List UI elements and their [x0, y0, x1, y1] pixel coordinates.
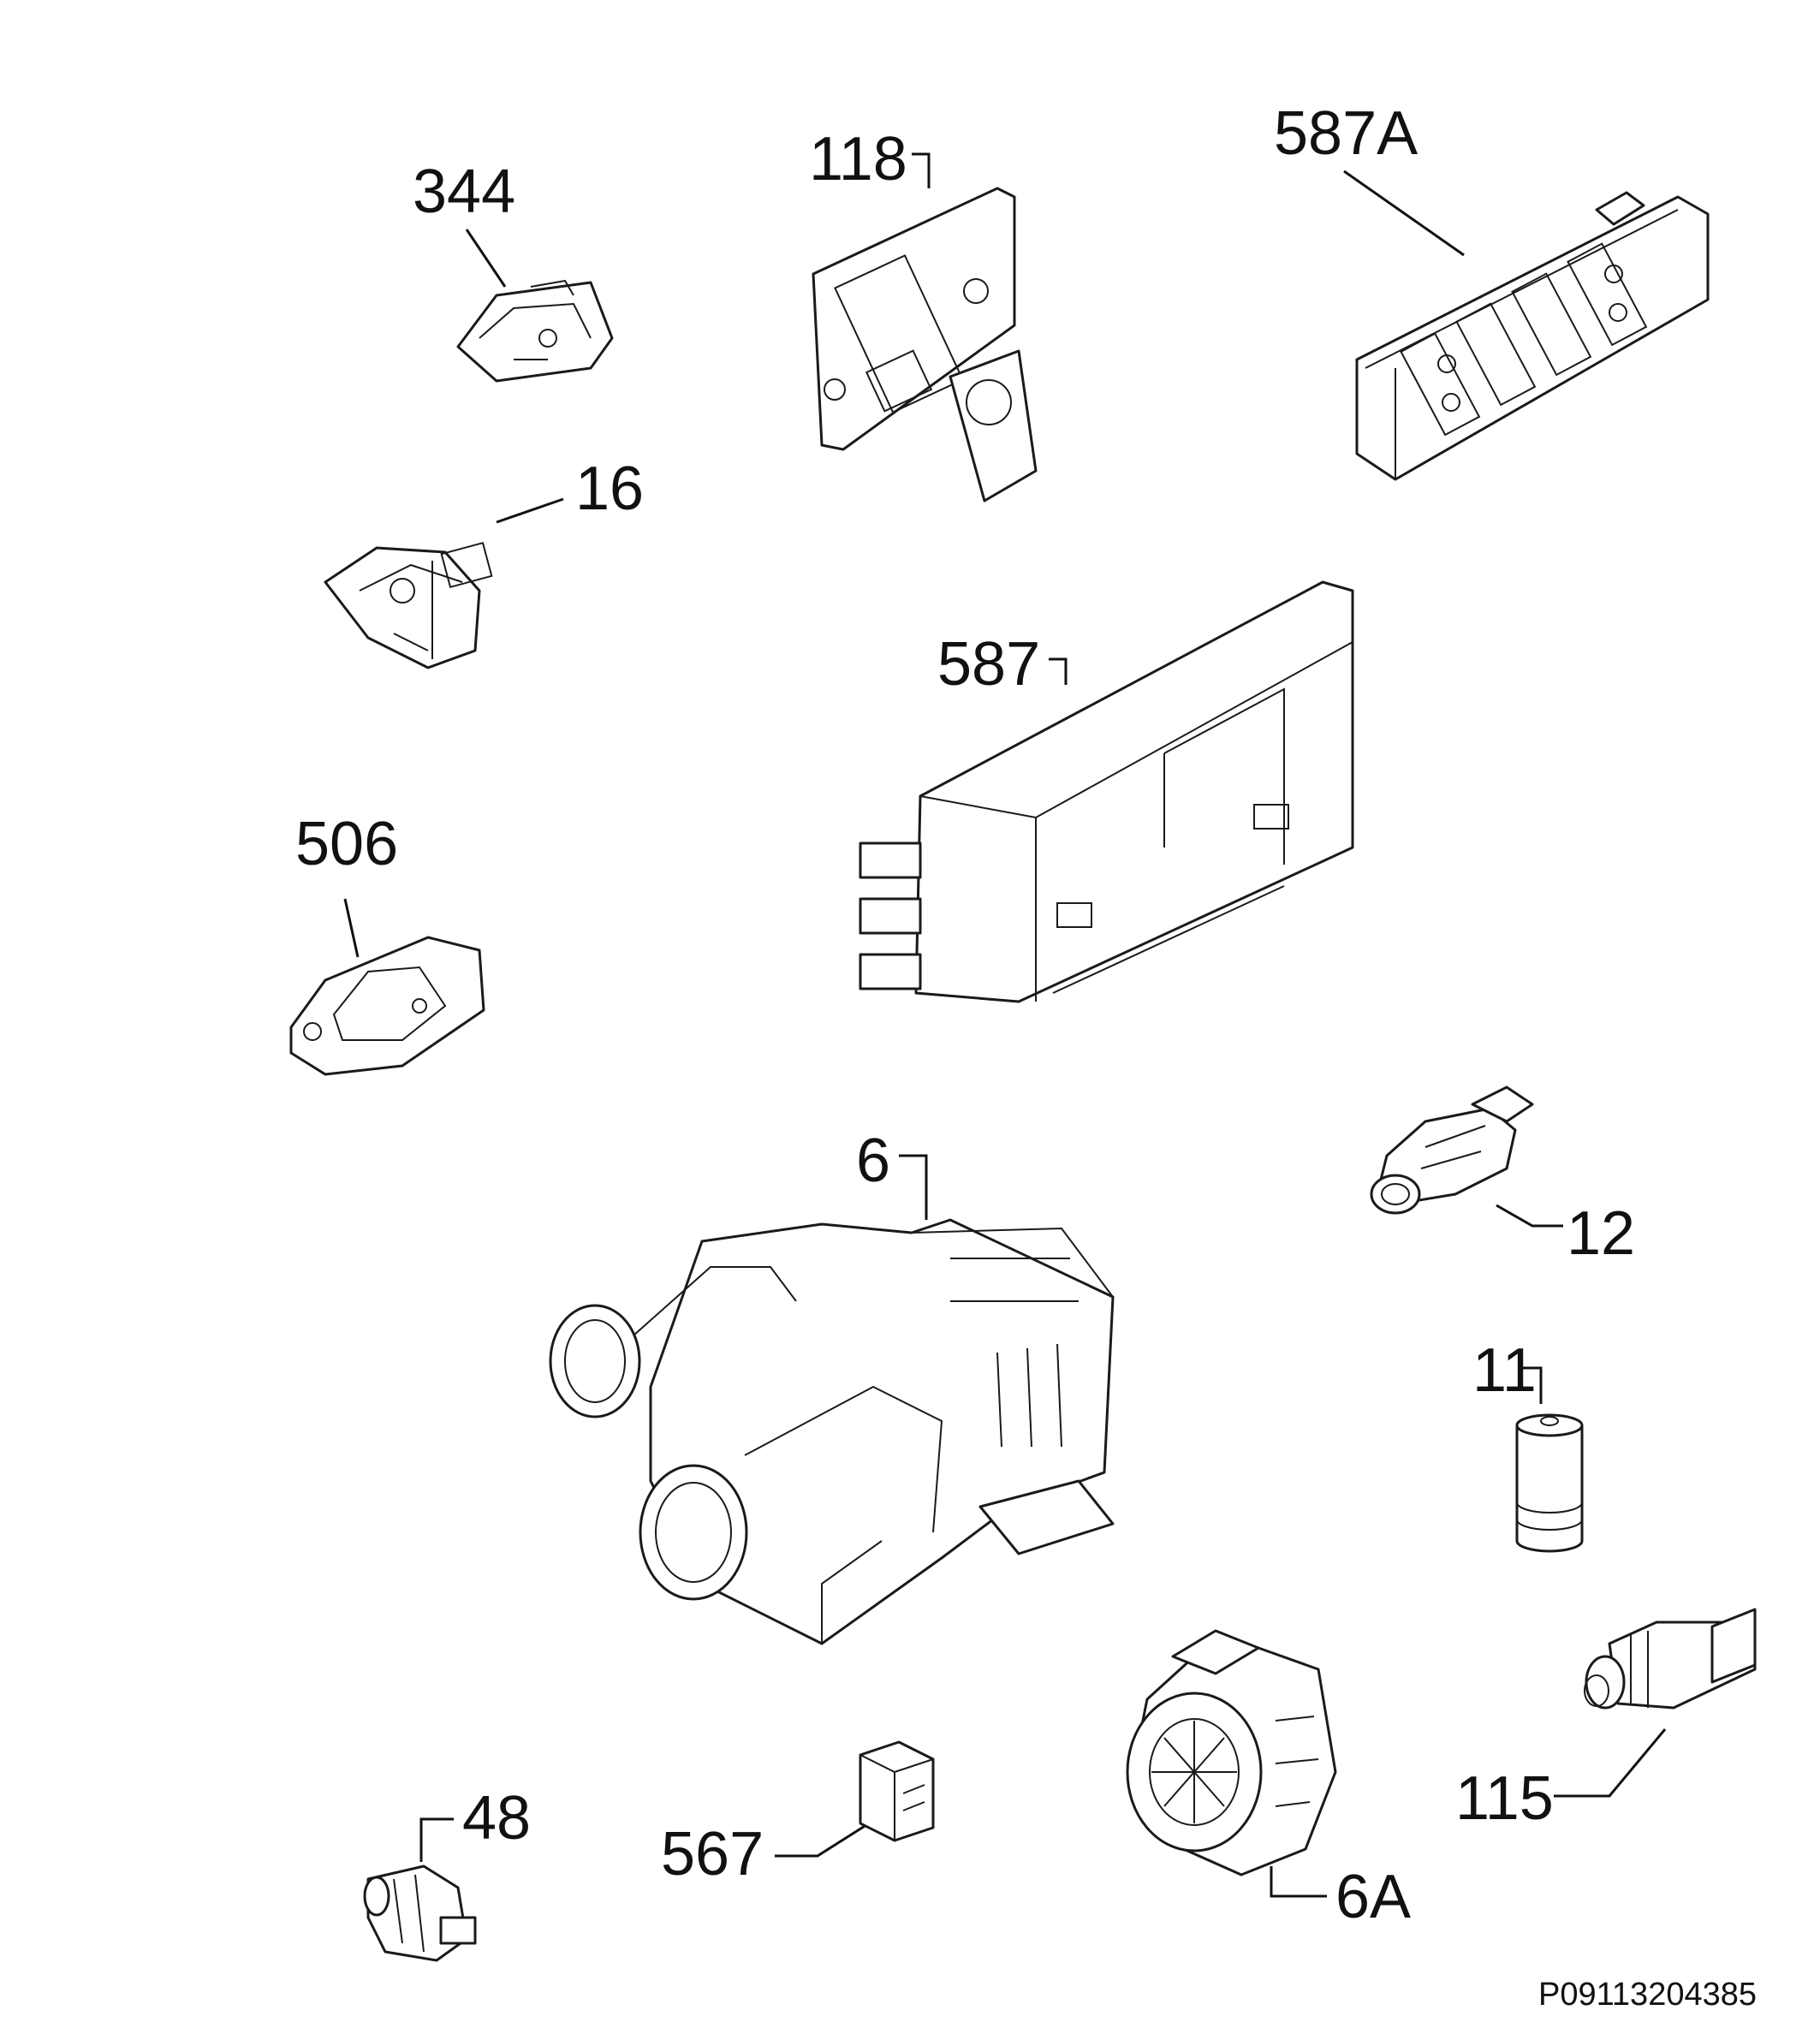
leader-line-11	[1518, 1366, 1543, 1404]
part-label-587: 587	[937, 630, 1040, 699]
leader-line-587	[1049, 657, 1068, 685]
leader-line-118	[912, 152, 931, 188]
part-label-11: 11	[1472, 1336, 1537, 1405]
leader-line-12	[1496, 1204, 1563, 1228]
part-587A[interactable]: 587A	[1274, 99, 1710, 481]
part-label-344: 344	[413, 158, 515, 226]
pressure-switch-icon	[1584, 1608, 1757, 1710]
part-16[interactable]: 16	[324, 455, 644, 669]
drawing-code: P09113204385	[1538, 1977, 1757, 2013]
part-label-12: 12	[1567, 1199, 1635, 1268]
part-label-118: 118	[809, 125, 907, 193]
leader-line-506	[343, 898, 360, 958]
part-label-6: 6	[856, 1127, 890, 1195]
door-switch-icon	[289, 936, 485, 1076]
part-118[interactable]: 118	[809, 125, 1038, 503]
connector-icon	[859, 1740, 935, 1842]
part-label-16: 16	[575, 455, 644, 523]
sensor-icon	[363, 1864, 477, 1962]
latch-clip-icon	[456, 279, 614, 383]
leader-line-48	[419, 1817, 454, 1862]
control-board-icon	[1355, 191, 1710, 481]
part-label-587A: 587A	[1274, 99, 1418, 168]
leader-line-6A	[1270, 1866, 1327, 1898]
door-lock-icon	[324, 541, 493, 669]
detergent-dispenser-icon	[812, 187, 1038, 503]
leader-line-567	[775, 1822, 870, 1858]
part-115[interactable]: 115	[1455, 1608, 1757, 1833]
leader-line-344	[465, 229, 507, 288]
part-506[interactable]: 506	[289, 810, 485, 1076]
part-567[interactable]: 567	[661, 1740, 935, 1888]
capacitor-icon	[1515, 1413, 1584, 1553]
part-label-115: 115	[1455, 1764, 1554, 1833]
leader-line-6	[899, 1154, 928, 1220]
part-label-567: 567	[661, 1820, 764, 1888]
part-344[interactable]: 344	[413, 158, 614, 383]
main-module-icon	[859, 580, 1354, 1003]
part-label-6A: 6A	[1335, 1863, 1411, 1931]
part-11[interactable]: 11	[1472, 1336, 1584, 1553]
leader-line-16	[496, 497, 564, 524]
circulation-pump-icon	[549, 1218, 1115, 1645]
part-label-48: 48	[462, 1784, 531, 1853]
leader-line-115	[1554, 1728, 1667, 1798]
leader-line-587A	[1343, 169, 1465, 257]
part-587[interactable]: 587	[859, 580, 1354, 1003]
part-48[interactable]: 48	[363, 1784, 531, 1962]
part-label-506: 506	[295, 810, 398, 878]
drain-pump-icon	[1126, 1629, 1337, 1876]
flow-meter-icon	[1370, 1085, 1534, 1215]
part-12[interactable]: 12	[1370, 1085, 1635, 1268]
part-6A[interactable]: 6A	[1126, 1629, 1411, 1931]
part-6[interactable]: 6	[549, 1127, 1115, 1645]
